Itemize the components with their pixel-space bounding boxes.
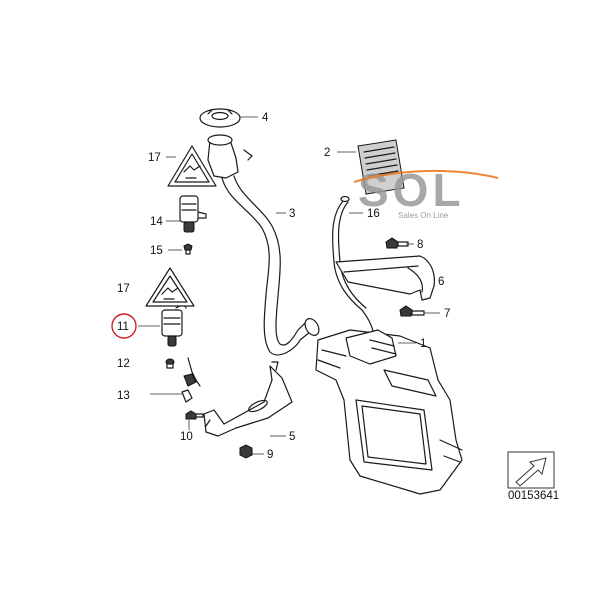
part-6-bracket xyxy=(335,255,435,301)
callout-7: 7 xyxy=(444,308,450,320)
callout-17-lower: 17 xyxy=(117,283,130,295)
part-1-reservoir xyxy=(315,329,463,495)
callout-3: 3 xyxy=(289,208,295,220)
part-5-mounting-bracket xyxy=(203,361,293,437)
callout-5: 5 xyxy=(289,431,295,443)
part-13-connector xyxy=(181,357,201,403)
filler-neck xyxy=(207,134,253,179)
part-8-bolt xyxy=(385,237,409,249)
part-3-filler-hose xyxy=(221,175,320,356)
orientation-arrow-box xyxy=(507,451,555,489)
part-2-label-plate xyxy=(357,139,405,195)
part-15-screw xyxy=(183,243,193,255)
logo-swoosh xyxy=(353,169,499,183)
part-17-warning-label-upper xyxy=(167,145,217,187)
callout-14: 14 xyxy=(150,216,163,228)
highlight-circle-11 xyxy=(111,313,137,339)
callout-4: 4 xyxy=(262,112,269,124)
callout-13: 13 xyxy=(117,390,130,402)
callout-9: 9 xyxy=(267,449,273,461)
part-14-washer-pump xyxy=(179,195,207,233)
callout-16: 16 xyxy=(367,208,380,220)
callout-6: 6 xyxy=(438,276,444,288)
sol-watermark-logo: SOL Sales On Line xyxy=(353,164,499,220)
part-9-nut xyxy=(239,444,253,459)
callout-15: 15 xyxy=(150,245,163,257)
callout-12: 12 xyxy=(117,358,130,370)
logo-tagline: Sales On Line xyxy=(398,211,449,220)
drawing-number: 00153641 xyxy=(508,490,559,502)
callout-8: 8 xyxy=(417,239,423,251)
part-10-screw xyxy=(185,410,204,420)
callout-11: 11 xyxy=(117,321,129,333)
callout-10: 10 xyxy=(180,431,193,443)
callout-17-upper: 17 xyxy=(148,152,161,164)
part-11-washer-pump xyxy=(161,303,187,347)
part-7-bolt xyxy=(399,305,425,317)
part-4-filler-cap xyxy=(199,108,241,128)
part-12-grommet xyxy=(165,358,175,369)
callout-1: 1 xyxy=(420,338,426,350)
part-17-warning-label-lower xyxy=(145,267,195,307)
callout-2: 2 xyxy=(324,147,330,159)
